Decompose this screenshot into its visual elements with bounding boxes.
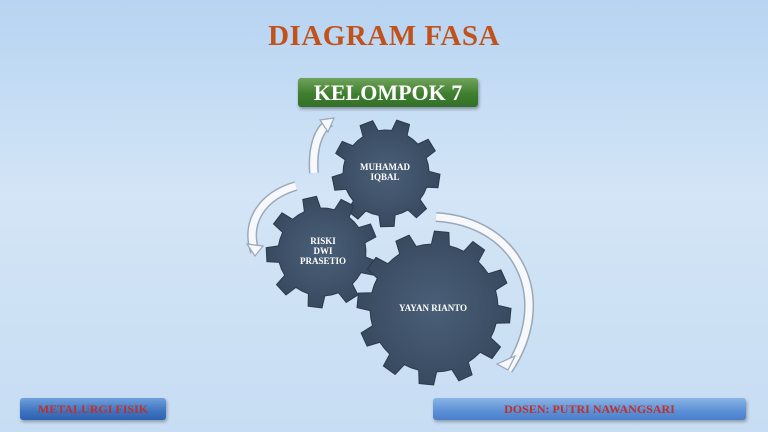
gear-label-line: PRASETIO xyxy=(299,256,346,266)
gear-label-line: DWI xyxy=(313,246,333,256)
arrow-left xyxy=(248,182,298,254)
gears-group xyxy=(265,119,512,386)
gear-label-line: IQBAL xyxy=(370,172,400,182)
arrow-top-head xyxy=(318,117,335,134)
arrow-large-right-head xyxy=(495,354,517,371)
gear-label-line: YAYAN RIANTO xyxy=(398,303,468,313)
gear-label-line: MUHAMAD xyxy=(360,162,410,172)
slide-title: DIAGRAM FASA xyxy=(268,20,500,52)
gear-label-line: RISKI xyxy=(310,236,336,246)
group-badge: KELOMPOK 7 xyxy=(298,78,478,107)
gear-riski xyxy=(265,195,378,309)
gear-label-yayan: YAYAN RIANTO xyxy=(378,303,488,313)
course-label: METALURGI FISIK xyxy=(20,398,166,420)
gear-label-riski: RISKI DWI PRASETIO xyxy=(283,236,363,266)
cycle-arrows xyxy=(245,117,535,373)
gear-label-iqbal: MUHAMAD IQBAL xyxy=(345,162,425,182)
gear-yayan xyxy=(356,230,512,386)
arrow-left-head xyxy=(245,243,265,258)
lecturer-label: DOSEN: PUTRI NAWANGSARI xyxy=(433,398,746,420)
arrow-large-right xyxy=(435,213,533,372)
gear-iqbal xyxy=(331,119,441,228)
